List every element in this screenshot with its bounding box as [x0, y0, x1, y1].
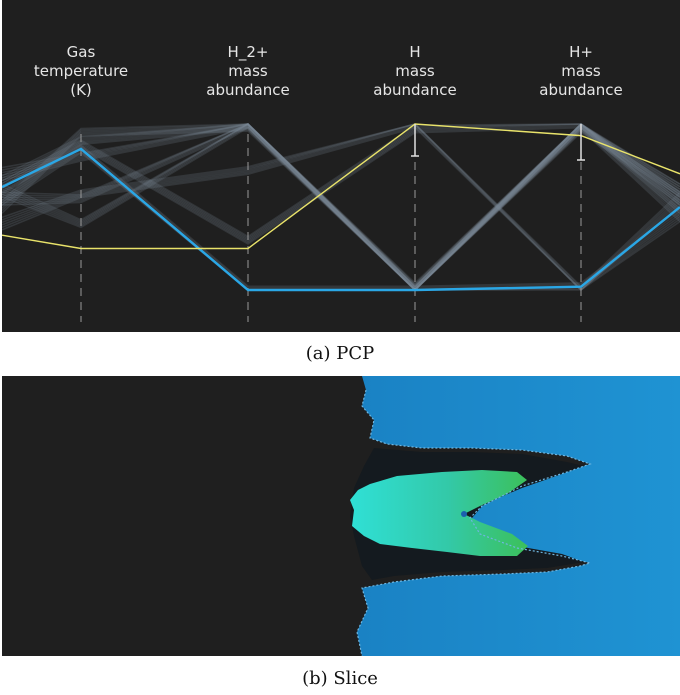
axis-title-h2plus: H_2+ mass abundance [178, 43, 318, 100]
context-polyline [2, 122, 680, 285]
context-polyline [2, 122, 680, 291]
context-polyline [2, 125, 680, 291]
context-polyline [2, 123, 680, 238]
highlight-polyline-yellow [2, 123, 680, 250]
pcp-caption: (a) PCP [305, 343, 375, 364]
slice-shock-outline [356, 389, 593, 657]
axis-title-line: mass [228, 62, 268, 80]
context-polyline [2, 125, 680, 292]
context-polyline [2, 130, 680, 292]
context-polyline [2, 123, 680, 292]
context-polyline [2, 125, 680, 292]
axis-title-line: mass [561, 62, 601, 80]
axis-title-line: abundance [206, 81, 290, 99]
slice-center-marker [461, 511, 467, 517]
context-polyline [2, 123, 680, 241]
slice-core [350, 470, 528, 556]
context-polyline [2, 127, 680, 292]
context-polyline [2, 123, 680, 292]
axis-title-h: H mass abundance [345, 43, 485, 100]
context-polyline [2, 126, 680, 292]
context-polyline [2, 122, 680, 288]
context-polyline [2, 123, 680, 291]
slice-image-panel [2, 376, 680, 657]
context-polyline [2, 122, 680, 288]
axis-title-hplus: H+ mass abundance [511, 43, 651, 100]
context-polyline [2, 122, 680, 291]
axis-title-line: H_2+ [227, 43, 269, 61]
context-polyline [2, 122, 680, 289]
context-polyline [2, 126, 680, 292]
axis-title-line: (K) [70, 81, 92, 99]
context-polyline [2, 144, 680, 288]
pcp-plot [2, 122, 680, 322]
axis-title-line: temperature [33, 62, 129, 80]
axis-title-line: abundance [539, 81, 623, 99]
pcp-chart-panel: Gas temperature (K) H_2+ mass abundance … [2, 0, 680, 332]
highlight-polyline-blue [2, 147, 680, 292]
context-polyline [2, 126, 680, 292]
context-polyline [2, 123, 680, 288]
axis-title-line: abundance [373, 81, 457, 99]
context-polyline [2, 123, 680, 288]
slice-caption: (b) Slice [302, 668, 378, 689]
context-polyline [2, 126, 680, 292]
context-polyline [2, 124, 680, 289]
axis-title-line: mass [395, 62, 435, 80]
slice-blue-field [357, 376, 680, 656]
context-polyline [2, 151, 680, 291]
context-polyline [2, 126, 680, 292]
context-polyline [2, 123, 680, 239]
context-polyline [2, 123, 680, 288]
axis-title-line: H [409, 43, 421, 61]
context-polyline [2, 123, 680, 288]
context-polyline [2, 122, 680, 286]
context-polyline [2, 123, 680, 292]
context-polyline [2, 125, 680, 292]
axis-title-line: Gas [66, 43, 96, 61]
context-polyline [2, 125, 680, 291]
axis-title-gas-temperature: Gas temperature (K) [11, 43, 151, 100]
axis-title-line: H+ [569, 43, 593, 61]
context-polyline [2, 123, 680, 289]
context-polyline [2, 122, 680, 289]
slice-heatmap [2, 376, 680, 657]
context-polyline [2, 123, 680, 242]
